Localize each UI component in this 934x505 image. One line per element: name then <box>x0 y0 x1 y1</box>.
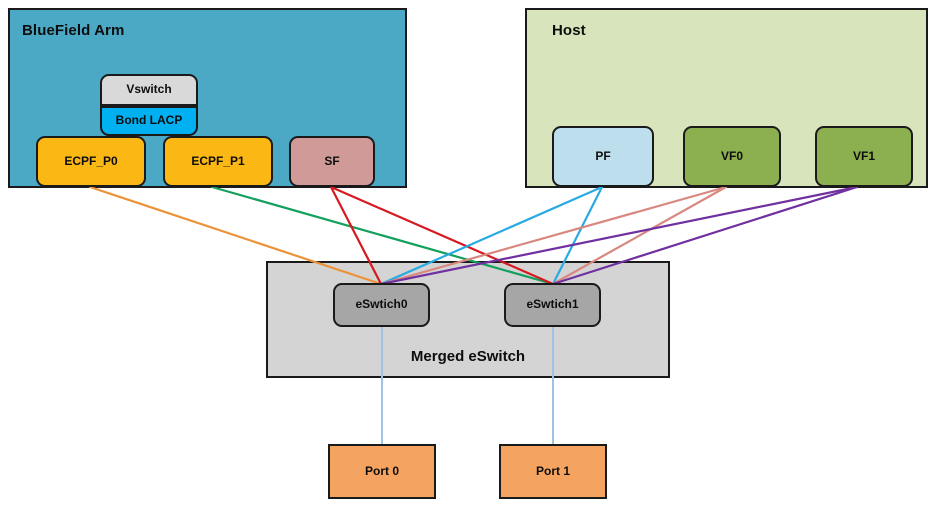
node-label-port1: Port 1 <box>535 463 570 478</box>
node-sf[interactable]: SF <box>289 136 375 187</box>
node-label-port0: Port 0 <box>364 463 399 478</box>
node-vf0[interactable]: VF0 <box>683 126 781 187</box>
node-label-eswitch0: eSwtich0 <box>355 297 408 312</box>
node-ecpf-p1[interactable]: ECPF_P1 <box>163 136 273 187</box>
node-label-vf1: VF1 <box>852 148 875 163</box>
node-eswitch1[interactable]: eSwtich1 <box>504 283 601 327</box>
node-label-ecpf-p1: ECPF_P1 <box>191 153 245 168</box>
node-label-eswitch1: eSwtich1 <box>526 297 579 312</box>
node-label-sf: SF <box>324 153 340 168</box>
node-label-ecpf-p0: ECPF_P0 <box>64 153 118 168</box>
node-label-bond-lacp: Bond LACP <box>115 113 183 128</box>
node-eswitch0[interactable]: eSwtich0 <box>333 283 430 327</box>
node-label-vf0: VF0 <box>720 148 743 163</box>
node-pf[interactable]: PF <box>552 126 654 187</box>
node-port1[interactable]: Port 1 <box>499 444 607 499</box>
node-bond-lacp[interactable]: Bond LACP <box>100 106 198 136</box>
zone-title-merged-eswitch: Merged eSwitch <box>410 348 526 365</box>
node-label-vswitch: Vswitch <box>126 82 172 97</box>
node-port0[interactable]: Port 0 <box>328 444 436 499</box>
node-label-pf: PF <box>595 148 611 163</box>
node-vf1[interactable]: VF1 <box>815 126 913 187</box>
node-ecpf-p0[interactable]: ECPF_P0 <box>36 136 146 187</box>
zone-title-bluefield-arm: BlueField Arm <box>22 22 125 39</box>
node-vswitch[interactable]: Vswitch <box>100 74 198 106</box>
zone-title-host: Host <box>552 22 586 39</box>
